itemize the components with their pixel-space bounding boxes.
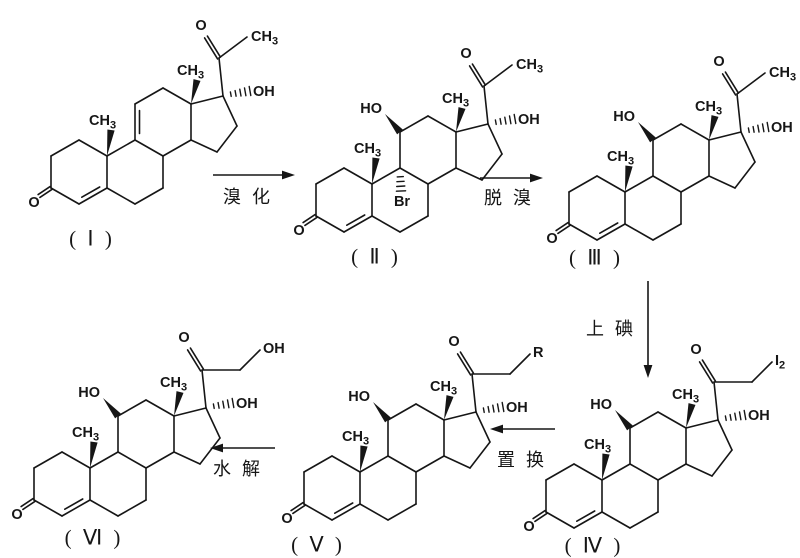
label-substitution: 置 换	[496, 450, 548, 470]
ring-skeleton	[532, 359, 773, 529]
svg-text:CH3: CH3	[89, 113, 116, 132]
arrow-substitution	[490, 424, 555, 434]
svg-text:O: O	[460, 46, 471, 62]
svg-text:OH: OH	[236, 396, 258, 412]
svg-text:O: O	[195, 18, 206, 34]
svg-text:OH: OH	[506, 400, 528, 416]
svg-text:CH3: CH3	[672, 387, 699, 406]
svg-text:OH: OH	[263, 341, 285, 357]
svg-text:CH3: CH3	[516, 57, 543, 76]
svg-text:HO: HO	[613, 109, 635, 125]
caption-structure-VI: ( Ⅵ )	[64, 525, 124, 550]
svg-text:HO: HO	[78, 385, 100, 401]
arrow-bromination	[213, 170, 295, 180]
svg-text:HO: HO	[590, 397, 612, 413]
label-iodination: 上 碘	[585, 319, 637, 339]
svg-text:O: O	[293, 223, 304, 239]
svg-text:OH: OH	[518, 112, 540, 128]
svg-text:CH3: CH3	[160, 375, 187, 394]
svg-text:CH3: CH3	[177, 63, 204, 82]
ring-skeleton	[302, 63, 517, 233]
caption-structure-V: ( Ⅴ )	[291, 532, 345, 557]
svg-text:CH3: CH3	[251, 29, 278, 48]
ring-skeleton	[290, 351, 531, 521]
arrow-iodination	[643, 281, 653, 378]
svg-text:HO: HO	[360, 101, 382, 117]
svg-text:CH3: CH3	[607, 149, 634, 168]
svg-text:CH3: CH3	[695, 99, 722, 118]
svg-text:O: O	[690, 342, 701, 358]
svg-text:O: O	[28, 195, 39, 211]
svg-text:R: R	[533, 345, 544, 361]
svg-text:O: O	[178, 330, 189, 346]
svg-text:CH3: CH3	[430, 379, 457, 398]
svg-text:O: O	[523, 519, 534, 535]
caption-structure-I: ( Ⅰ )	[69, 226, 115, 251]
svg-text:I2: I2	[775, 353, 785, 372]
caption-structure-IV: ( Ⅳ )	[564, 533, 624, 558]
svg-text:O: O	[546, 231, 557, 247]
label-debromination: 脱 溴	[483, 188, 535, 208]
label-hydrolysis: 水 解	[212, 459, 264, 479]
svg-text:CH3: CH3	[72, 425, 99, 444]
arrow-hydrolysis	[210, 443, 275, 453]
svg-text:CH3: CH3	[342, 429, 369, 448]
svg-text:Br: Br	[394, 194, 410, 210]
svg-text:O: O	[11, 507, 22, 523]
label-bromination: 溴 化	[222, 187, 274, 207]
caption-structure-II: ( Ⅱ )	[351, 244, 401, 269]
svg-text:O: O	[713, 54, 724, 70]
svg-text:CH3: CH3	[584, 437, 611, 456]
arrow-debromination	[480, 173, 543, 183]
caption-structure-III: ( Ⅲ )	[569, 245, 623, 270]
svg-text:O: O	[448, 334, 459, 350]
ring-skeleton	[20, 347, 261, 517]
svg-text:O: O	[281, 511, 292, 527]
svg-text:CH3: CH3	[354, 141, 381, 160]
svg-text:OH: OH	[748, 408, 770, 424]
svg-text:CH3: CH3	[769, 65, 796, 84]
svg-text:OH: OH	[771, 120, 793, 136]
svg-text:OH: OH	[253, 84, 275, 100]
ring-skeleton	[37, 35, 252, 205]
svg-text:CH3: CH3	[442, 91, 469, 110]
svg-text:HO: HO	[348, 389, 370, 405]
ring-skeleton	[555, 71, 770, 241]
